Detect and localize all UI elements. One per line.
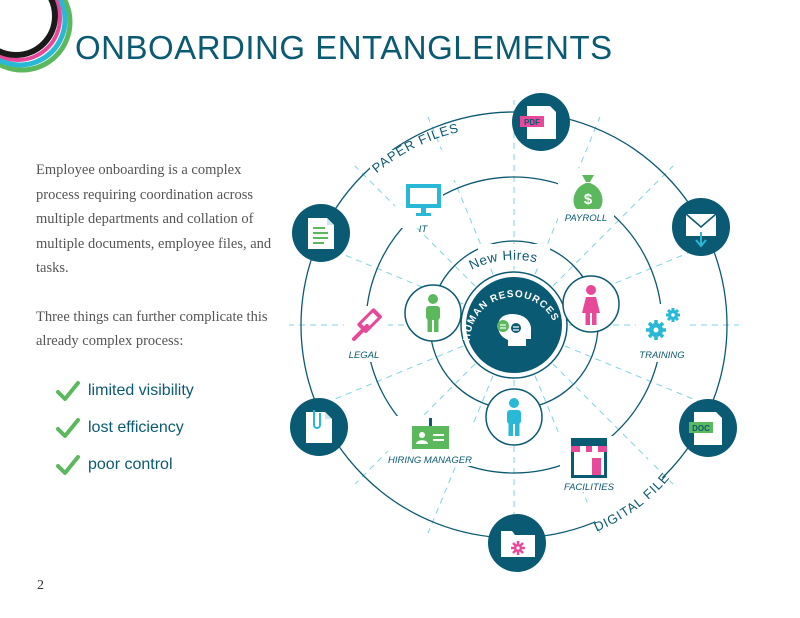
dept-label-legal: LEGAL bbox=[349, 350, 380, 361]
file-node-mail bbox=[672, 198, 730, 256]
checklist: limited visibility lost efficiency poor … bbox=[56, 372, 194, 483]
dept-legal: LEGAL bbox=[344, 306, 388, 362]
envelope-icon bbox=[685, 213, 717, 248]
doc-badge: DOC bbox=[692, 424, 710, 433]
page-number: 2 bbox=[37, 578, 44, 593]
person-icon bbox=[507, 398, 521, 436]
intro-paragraph-1: Employee onboarding is a complex process… bbox=[36, 162, 272, 276]
checkmark-icon bbox=[56, 417, 80, 438]
folder-icon bbox=[501, 531, 535, 557]
dept-payroll: $ PAYROLL bbox=[558, 168, 614, 228]
dept-label-training: TRAINING bbox=[639, 350, 684, 361]
checklist-label: limited visibility bbox=[88, 381, 194, 399]
person-icon bbox=[582, 285, 600, 325]
file-node-pdf: PDF bbox=[512, 93, 570, 151]
checklist-item: poor control bbox=[56, 446, 194, 483]
dept-label-payroll: PAYROLL bbox=[565, 213, 607, 224]
intro-paragraph-2: Three things can further complicate this… bbox=[36, 308, 268, 350]
intro-text: Employee onboarding is a complex process… bbox=[36, 158, 276, 378]
checkmark-icon bbox=[56, 380, 80, 401]
file-node-doc: DOC bbox=[679, 399, 737, 457]
paperclip-document-icon bbox=[306, 410, 332, 443]
hr-head-icon bbox=[497, 314, 532, 346]
new-hire-cyan bbox=[485, 388, 543, 446]
dept-training: TRAINING bbox=[636, 304, 688, 362]
id-badge-icon bbox=[412, 418, 449, 449]
document-icon bbox=[308, 218, 334, 249]
new-hire-pink bbox=[562, 275, 620, 333]
dept-label-hiring-manager: HIRING MANAGER bbox=[388, 455, 472, 466]
hr-hub: HUMAN RESOURCES bbox=[460, 271, 568, 379]
monitor-icon bbox=[406, 184, 441, 216]
dept-label-facilities: FACILITIES bbox=[564, 482, 615, 493]
storefront-icon bbox=[571, 438, 607, 478]
checklist-label: poor control bbox=[88, 455, 173, 473]
gears-icon bbox=[646, 308, 680, 340]
checklist-item: lost efficiency bbox=[56, 409, 194, 446]
file-node-document bbox=[292, 204, 350, 262]
file-node-clip bbox=[290, 398, 348, 456]
dept-label-it: IT bbox=[419, 224, 429, 235]
dept-hiring-manager: HIRING MANAGER bbox=[388, 416, 472, 466]
svg-text:$: $ bbox=[584, 191, 593, 208]
money-bag-icon: $ bbox=[573, 175, 603, 209]
new-hires-label: New Hires bbox=[467, 248, 539, 273]
person-icon bbox=[426, 294, 440, 332]
dept-it: IT bbox=[395, 182, 443, 235]
gavel-icon bbox=[352, 308, 382, 341]
file-node-folder bbox=[488, 514, 546, 572]
page-title: ONBOARDING ENTANGLEMENTS bbox=[75, 29, 613, 66]
checklist-label: lost efficiency bbox=[88, 418, 184, 436]
checklist-item: limited visibility bbox=[56, 372, 194, 409]
new-hire-green bbox=[404, 284, 462, 342]
dept-facilities: FACILITIES bbox=[560, 436, 616, 493]
checkmark-icon bbox=[56, 454, 80, 475]
pdf-badge: PDF bbox=[524, 118, 540, 127]
corner-decoration bbox=[0, 0, 73, 73]
